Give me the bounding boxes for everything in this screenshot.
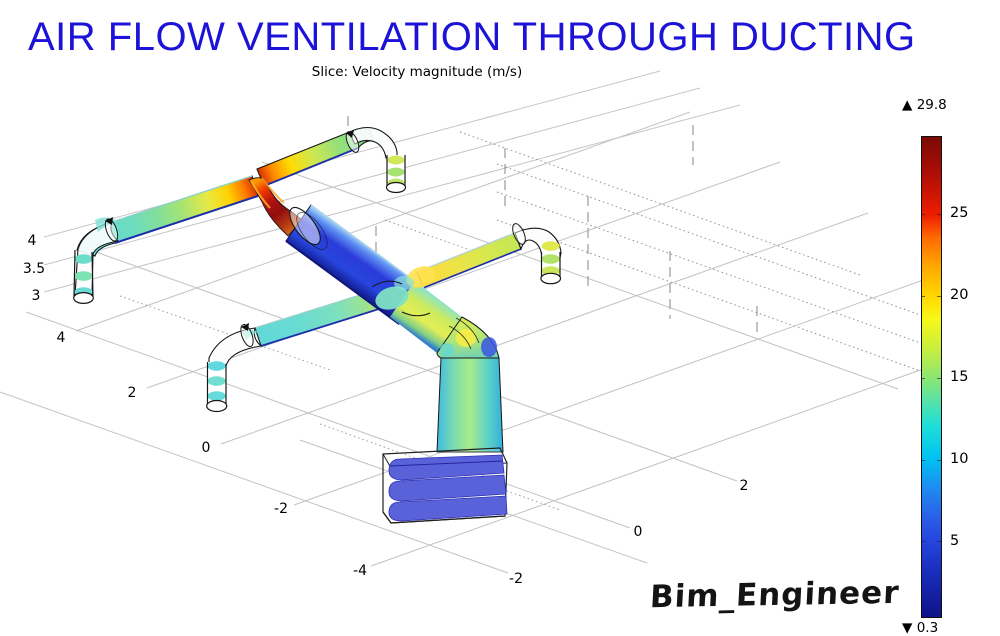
- watermark-signature: Bim_Engineer: [649, 574, 901, 616]
- venturi-red-throat: [248, 177, 303, 237]
- duct-branch-top-right: [256, 126, 398, 187]
- wall-grid-dotted: [459, 131, 941, 379]
- colorbar-tick-mark: [921, 296, 925, 297]
- y-tick: 0: [202, 440, 211, 456]
- triangle-down-icon: ▼: [902, 620, 913, 636]
- colorbar-max-label: ▲ 29.8: [902, 97, 947, 113]
- colorbar-tick-mark: [937, 541, 941, 542]
- colorbar: [921, 136, 942, 618]
- colorbar-tick-mark: [921, 378, 925, 379]
- axis-tick-labels: 4 3.5 3 4 2 0 -2 -4 -2 0 2: [23, 233, 749, 587]
- ahu-louver: [388, 474, 507, 502]
- colorbar-tick-mark: [921, 214, 925, 215]
- colorbar-min-value: 0.3: [916, 620, 939, 636]
- main-elbow: [436, 316, 500, 359]
- colorbar-tick-mark: [937, 296, 941, 297]
- colorbar-tick-mark: [937, 460, 941, 461]
- colorbar-tick-mark: [921, 541, 925, 542]
- colorbar-tick-5: 5: [950, 533, 960, 549]
- y-tick: -2: [274, 501, 288, 517]
- riser-duct: [436, 357, 504, 453]
- y-tick: -4: [353, 563, 367, 579]
- y-tick: 4: [57, 330, 66, 346]
- flow-arrow-markers: [105, 130, 354, 331]
- duct-branch-left: [74, 175, 259, 297]
- colorbar-tick-mark: [937, 214, 941, 215]
- colorbar-tick-mark: [937, 378, 941, 379]
- page-title: AIR FLOW VENTILATION THROUGH DUCTING: [28, 15, 916, 59]
- z-tick: 3: [32, 288, 41, 304]
- y-tick: 2: [128, 385, 137, 401]
- z-tick: 3.5: [23, 261, 45, 277]
- duct-collars: [104, 131, 526, 347]
- wall-grid: [43, 70, 741, 293]
- diffuser-outlet-bottom-left: [206, 361, 228, 413]
- colorbar-tick-15: 15: [950, 369, 969, 385]
- colorbar-tick-25: 25: [950, 205, 969, 221]
- plot-subtitle: Slice: Velocity magnitude (m/s): [311, 64, 523, 80]
- duct-branch-right: [416, 227, 562, 289]
- colorbar-min-label: ▼ 0.3: [902, 620, 938, 636]
- x-tick: -2: [509, 571, 523, 587]
- diffuser-outlet-far-left: [73, 249, 94, 305]
- colorbar-max-value: 29.8: [916, 97, 947, 113]
- colorbar-tick-mark: [921, 460, 925, 461]
- ahu-louver: [388, 495, 508, 522]
- ahu-unit: [382, 447, 508, 524]
- colorbar-tick-20: 20: [950, 287, 969, 303]
- triangle-up-icon: ▲: [902, 97, 913, 113]
- diffuser-outlet-right: [540, 241, 562, 285]
- x-tick: 0: [634, 524, 643, 540]
- ahu-louver: [388, 454, 505, 481]
- diffuser-outlet-top-middle: [385, 155, 407, 194]
- cross-junction: [371, 266, 436, 317]
- x-tick: 2: [740, 478, 749, 494]
- z-tick: 4: [28, 233, 37, 249]
- main-trunk-lower-segment: [390, 281, 462, 353]
- colorbar-tick-10: 10: [950, 451, 969, 467]
